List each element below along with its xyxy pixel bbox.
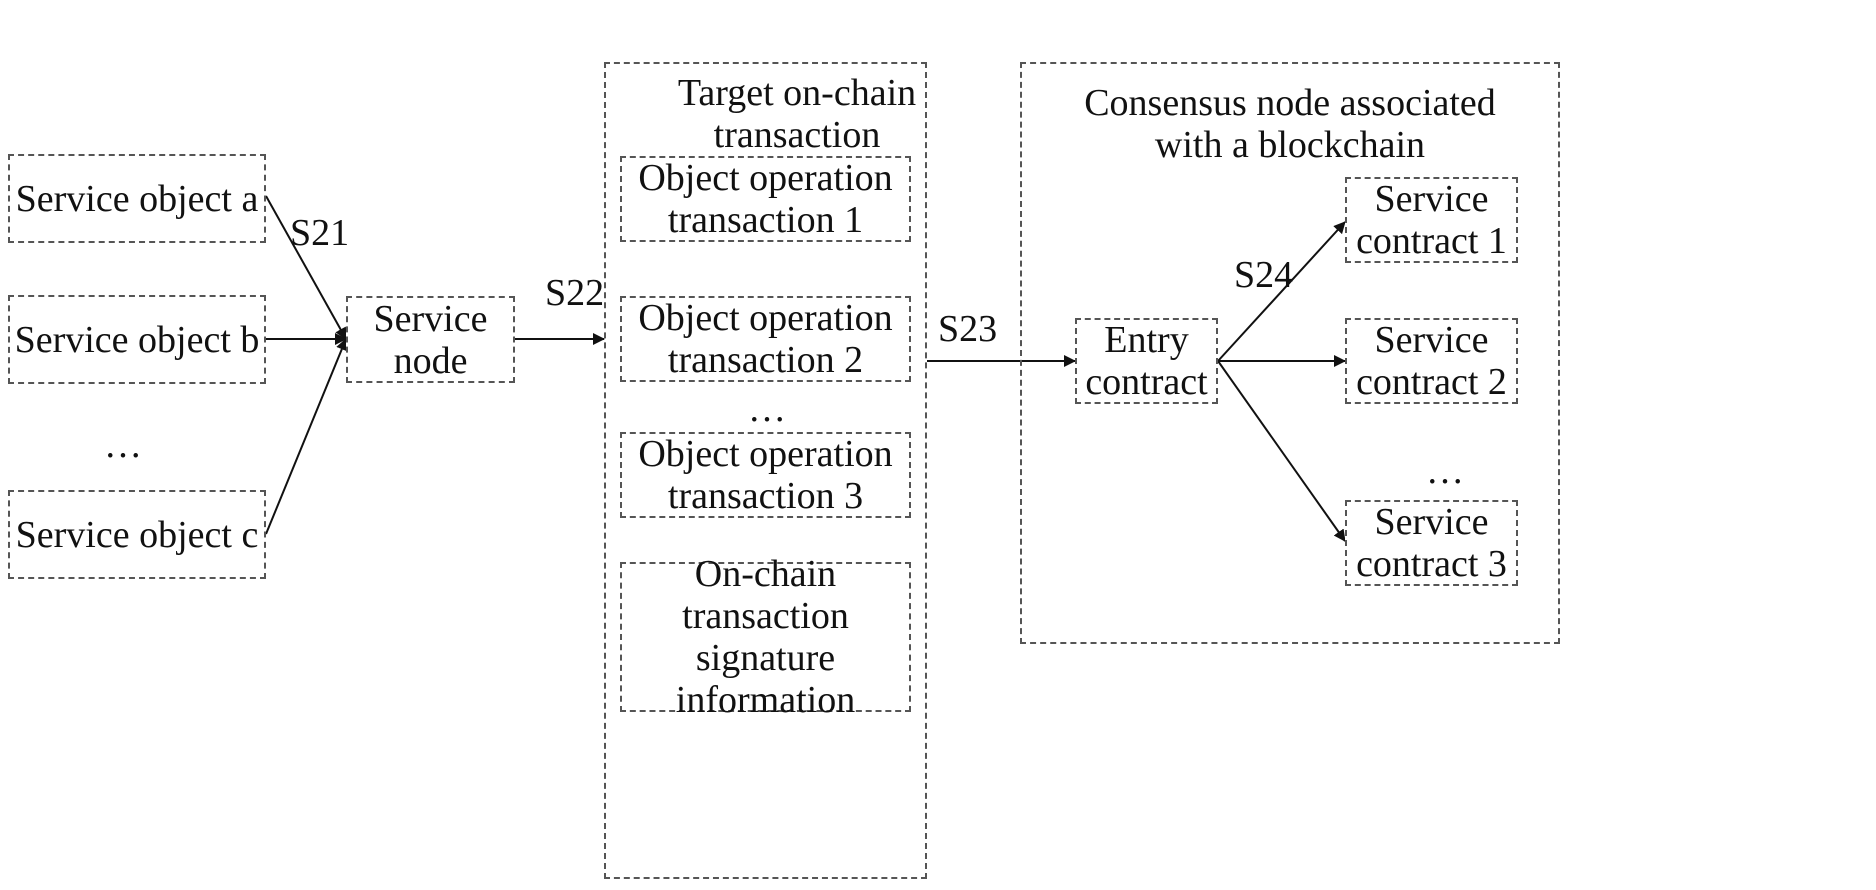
step-label-s21: S21 — [290, 212, 349, 254]
service-contract-3-label: Service contract 3 — [1347, 501, 1516, 585]
entry-contract-label: Entry contract — [1077, 319, 1216, 403]
service-object-b-label: Service object b — [15, 319, 260, 361]
step-label-s22: S22 — [545, 272, 604, 314]
object-operation-transaction-2: Object operation transaction 2 — [620, 296, 911, 382]
transaction-3-label: Object operation transaction 3 — [622, 433, 909, 517]
service-contract-1-label: Service contract 1 — [1347, 178, 1516, 262]
service-contract-3: Service contract 3 — [1345, 500, 1518, 586]
signature-label: On-chain transaction signature informati… — [656, 553, 876, 721]
service-objects-ellipsis: … — [104, 424, 142, 466]
target-transaction-title: Target on-chain transaction — [672, 72, 922, 156]
object-operation-transaction-1: Object operation transaction 1 — [620, 156, 911, 242]
service-contract-2-label: Service contract 2 — [1347, 319, 1516, 403]
service-object-c: Service object c — [8, 490, 266, 579]
step-label-s23: S23 — [938, 308, 997, 350]
service-object-a-label: Service object a — [16, 178, 259, 220]
on-chain-transaction-signature-information: On-chain transaction signature informati… — [620, 562, 911, 712]
transaction-2-label: Object operation transaction 2 — [622, 297, 909, 381]
service-object-c-label: Service object c — [16, 514, 259, 556]
contracts-ellipsis: … — [1426, 450, 1464, 492]
service-contract-2: Service contract 2 — [1345, 318, 1518, 404]
service-node: Service node — [346, 296, 515, 383]
transaction-1-label: Object operation transaction 1 — [622, 157, 909, 241]
service-object-b: Service object b — [8, 295, 266, 384]
service-node-label: Service node — [348, 298, 513, 382]
arrow-s21-from-c — [266, 339, 346, 534]
transactions-ellipsis: … — [748, 388, 786, 430]
object-operation-transaction-3: Object operation transaction 3 — [620, 432, 911, 518]
service-contract-1: Service contract 1 — [1345, 177, 1518, 263]
entry-contract: Entry contract — [1075, 318, 1218, 404]
consensus-node-title: Consensus node associated with a blockch… — [1050, 82, 1530, 166]
service-object-a: Service object a — [8, 154, 266, 243]
